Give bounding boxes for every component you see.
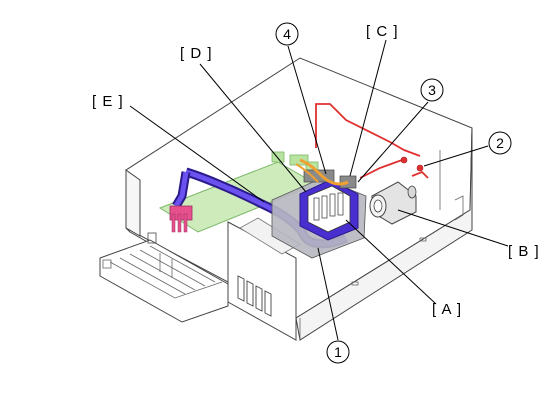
callout-3: 3: [420, 78, 444, 102]
sensor-wires: [315, 103, 429, 179]
label-A: [ A ]: [432, 301, 462, 318]
print-head-cartridges: [313, 192, 344, 221]
head-cable: [295, 158, 349, 186]
label-E: [ E ]: [92, 93, 124, 110]
front-panel-slots: [237, 275, 272, 317]
label-D: [ D ]: [180, 45, 213, 62]
callout-3-text: 3: [428, 82, 436, 98]
callout-4-text: 4: [283, 26, 291, 42]
callout-2-text: 2: [496, 135, 504, 151]
callout-4: 4: [275, 22, 299, 46]
callout-1: 1: [326, 340, 350, 364]
print-head-assembly: [271, 169, 367, 259]
callout-2: 2: [488, 131, 512, 155]
motor: [369, 181, 417, 225]
label-C: [ C ]: [366, 23, 399, 40]
leader-lines: [129, 39, 509, 341]
paper-tray: [99, 232, 229, 323]
callout-1-text: 1: [334, 344, 342, 360]
label-B: [ B ]: [508, 243, 540, 260]
ink-connector: [169, 205, 193, 233]
